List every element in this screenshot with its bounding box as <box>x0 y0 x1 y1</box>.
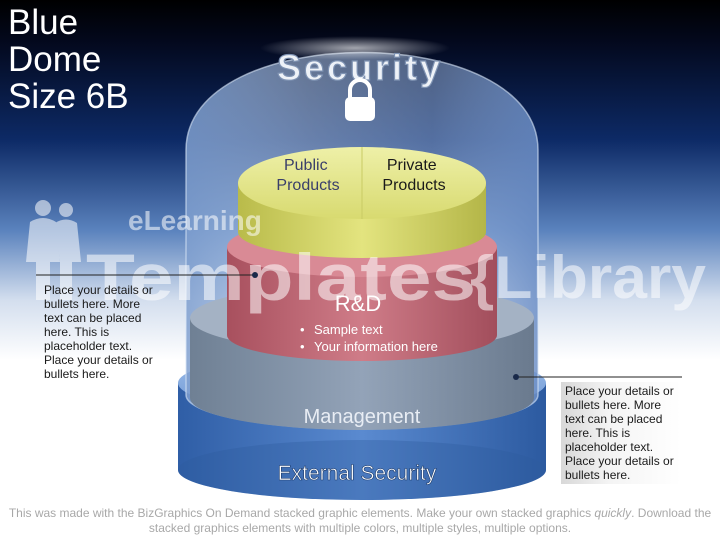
padlock-icon <box>345 78 375 121</box>
rd-bullet-1: Sample text <box>314 322 383 337</box>
watermark-people-icon <box>26 200 81 300</box>
label-public-products-line-2: Products <box>276 177 339 194</box>
label-private-products-line-2: Products <box>382 177 445 194</box>
footer-text-2: . Download the stacked graphics elements… <box>148 506 712 535</box>
callout-right-text: Place your details or bullets here. More… <box>561 382 681 484</box>
footer-text-emphasis: quickly <box>594 506 632 520</box>
rd-bullet-2: Your information here <box>314 339 438 354</box>
callout-left-connector <box>36 272 258 278</box>
page-title: Blue Dome Size 6B <box>8 4 129 115</box>
watermark-line-2: Templates <box>86 240 476 314</box>
watermark-line-1: eLearning <box>128 205 262 236</box>
footer-note: This was made with the BizGraphics On De… <box>0 506 720 536</box>
title-line-2: Dome <box>8 40 102 79</box>
label-private-products-line-1: Private <box>387 157 437 174</box>
rd-bullet-dot-2: • <box>300 339 305 354</box>
layer-products <box>238 147 486 258</box>
label-external-security: External Security <box>278 462 437 485</box>
label-rd: R&D <box>335 291 381 316</box>
rd-bullet-list: • Sample text • Your information here <box>300 322 438 354</box>
title-line-1: Blue <box>8 3 79 42</box>
rd-bullet-dot-1: • <box>300 322 305 337</box>
watermark-line-3: {Library <box>470 244 707 311</box>
label-public-products: Public Products <box>276 157 339 194</box>
label-public-products-line-1: Public <box>284 157 328 174</box>
callout-right-connector <box>513 374 682 380</box>
callout-left-text: Place your details or bullets here. More… <box>44 283 153 381</box>
footer-text-1: This was made with the BizGraphics On De… <box>8 506 595 520</box>
label-management: Management <box>304 406 421 428</box>
title-line-3: Size 6B <box>8 77 129 116</box>
label-private-products: Private Products <box>382 157 445 194</box>
watermark: eLearning Templates {Library <box>26 200 707 314</box>
